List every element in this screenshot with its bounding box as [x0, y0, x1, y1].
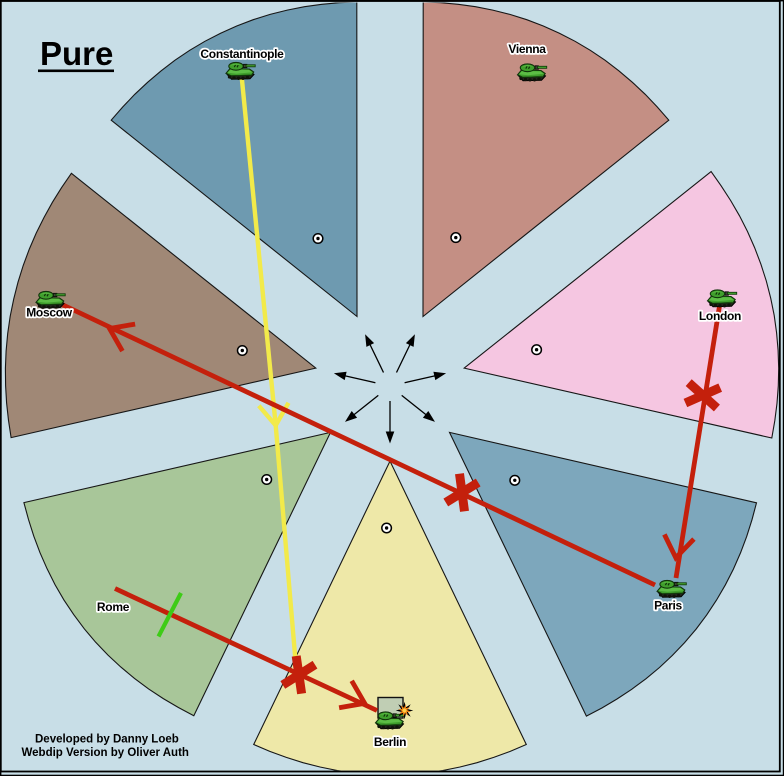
svg-text:Webdip Version by Oliver Auth: Webdip Version by Oliver Auth — [22, 747, 189, 759]
svg-text:Vienna: Vienna — [508, 42, 546, 56]
svg-text:Developed by Danny Loeb: Developed by Danny Loeb — [35, 733, 179, 745]
svg-text:Paris: Paris — [654, 599, 682, 613]
svg-text:London: London — [699, 309, 741, 323]
svg-text:Constantinople: Constantinople — [200, 47, 284, 61]
svg-text:Berlin: Berlin — [374, 735, 406, 749]
svg-text:Moscow: Moscow — [26, 306, 73, 320]
svg-text:Rome: Rome — [97, 600, 130, 614]
svg-text:Pure: Pure — [40, 35, 113, 72]
